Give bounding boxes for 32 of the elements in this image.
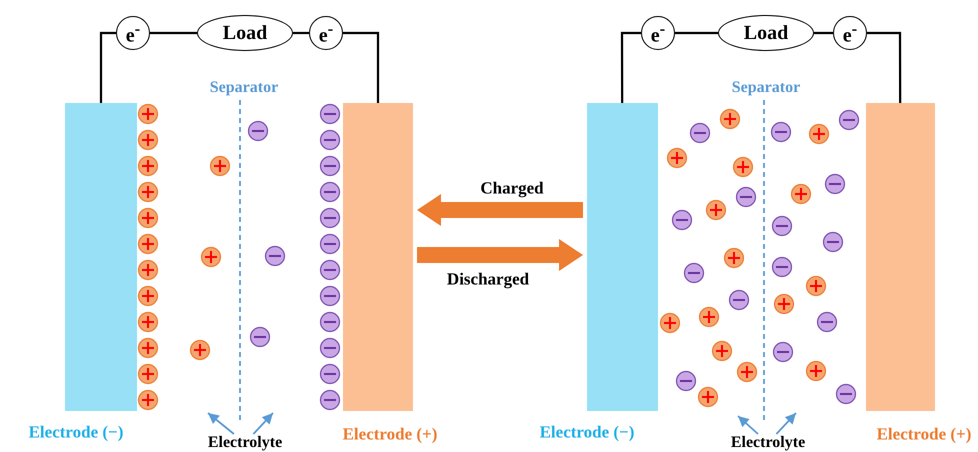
electrolyte-label: Electrolyte (721, 434, 815, 452)
load-ellipse: Load (197, 15, 293, 51)
positive-electrode (343, 103, 413, 411)
separator-label: Separator (210, 80, 278, 96)
electron-circle: e$^{-}$ (641, 16, 675, 50)
leader-arrow (737, 415, 759, 435)
wire (675, 32, 718, 34)
electrode-label: Electrode (−) (540, 424, 634, 440)
negative-electrode (65, 103, 137, 411)
wire (150, 32, 197, 34)
electrode-label: Electrode (+) (876, 426, 972, 442)
electron-circle: e$^{-}$ (309, 16, 343, 50)
wire (814, 32, 833, 34)
wire (293, 32, 309, 34)
leader-arrow (252, 412, 274, 435)
leader-arrow (207, 412, 234, 435)
electron-circle: e$^{-}$ (833, 16, 867, 50)
electrolyte-label: Electrolyte (198, 434, 292, 452)
separator-label: Separator (732, 80, 800, 96)
negative-electrode (587, 103, 658, 411)
wire (620, 32, 641, 103)
wire (867, 32, 902, 103)
load-ellipse: Load (718, 15, 814, 51)
electrode-label: Electrode (−) (28, 424, 124, 440)
block-arrow (417, 239, 583, 271)
electrode-label: Electrode (+) (342, 426, 438, 442)
positive-electrode (866, 103, 935, 411)
leader-arrow (776, 412, 797, 435)
wire (343, 32, 380, 103)
block-arrow (417, 194, 583, 226)
electron-circle: e$^{-}$ (116, 16, 150, 50)
wire (100, 32, 116, 103)
